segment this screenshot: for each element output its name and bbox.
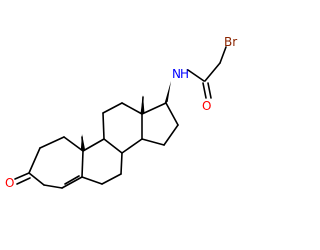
- bond: [121, 138, 143, 154]
- bond: [81, 176, 103, 185]
- oxygen-amide-label: O: [202, 99, 211, 113]
- hydrogen-label: H: [180, 67, 189, 81]
- ring-a: [28, 136, 84, 189]
- n-carbonyl-bond: [187, 69, 205, 82]
- ring-b: [81, 138, 123, 185]
- alpha-carbon-bond: [204, 62, 221, 82]
- bond: [81, 150, 84, 178]
- carbon-bromine-bond: [219, 46, 227, 64]
- ketone-bond: [14, 172, 30, 180]
- bond: [82, 138, 105, 152]
- nitrogen-label: N: [172, 67, 181, 81]
- steroid-structure-diagram: O N H O Br: [5, 35, 237, 190]
- bond: [28, 172, 45, 186]
- ring-d: [141, 102, 179, 146]
- ring-c: [102, 102, 143, 154]
- bond: [101, 173, 122, 185]
- bond: [102, 112, 105, 140]
- wedge-bond-c17-n: [164, 81, 171, 105]
- bond: [63, 136, 84, 152]
- bond: [103, 138, 123, 154]
- oxygen-ketone-label: O: [5, 176, 14, 190]
- wedge-bond-c13-methyl: [140, 95, 145, 114]
- bond: [43, 184, 63, 189]
- bond: [28, 147, 41, 174]
- bond: [163, 124, 179, 146]
- bond: [120, 152, 123, 175]
- carbonyl-double-bond-line: [207, 82, 212, 99]
- bond: [141, 138, 165, 146]
- double-bond-line: [64, 175, 80, 185]
- bond: [141, 102, 167, 115]
- bond: [121, 102, 143, 115]
- bond: [39, 136, 65, 149]
- bond: [102, 102, 123, 114]
- wedge-bond-c10-methyl: [80, 134, 86, 151]
- bromine-label: Br: [224, 35, 237, 49]
- bond: [165, 102, 179, 126]
- bond: [61, 176, 83, 189]
- carbonyl-bond: [202, 82, 207, 99]
- ketone-double-bond-line: [16, 177, 31, 185]
